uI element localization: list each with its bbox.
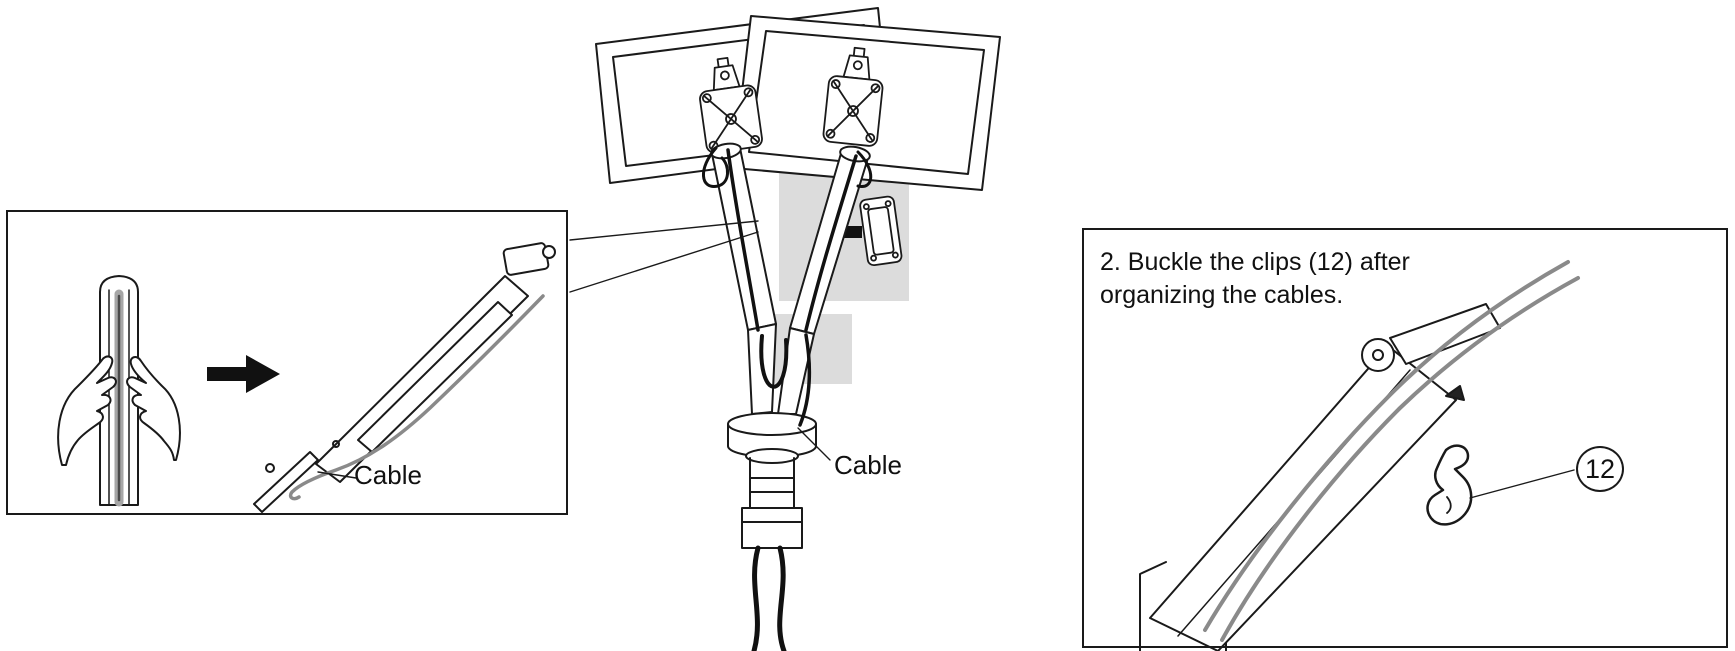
cable-label-center: Cable [834, 450, 902, 480]
center-assembly-drawing [569, 7, 1001, 651]
arrow-right-icon [207, 355, 280, 393]
clip-part-number: 12 [1576, 446, 1624, 492]
pole-and-clamp [727, 412, 817, 549]
hands [57, 355, 181, 466]
cable-label-leader-left [317, 471, 357, 479]
detail-arm [253, 242, 556, 513]
organized-cables-gray [1203, 260, 1580, 642]
callout-lines [569, 220, 759, 293]
left-panel-drawing [57, 242, 556, 513]
closeup-arm [1149, 303, 1501, 651]
right-panel-drawing [1139, 260, 1580, 651]
clip-number-leader [1469, 469, 1575, 499]
vesa-adapter-spare [859, 195, 903, 267]
cable-label-left: Cable [354, 460, 422, 490]
right-instruction-panel [1082, 228, 1728, 648]
vesa-plate-right [822, 46, 884, 147]
cable-clip [1426, 444, 1473, 526]
monitor-arm-left [710, 142, 777, 415]
routed-cable-gray [288, 294, 545, 501]
instruction-step-text: 2. Buckle the clips (12) after organizin… [1100, 248, 1410, 309]
cable-label-leader-center [797, 427, 831, 461]
left-detail-panel [6, 210, 568, 515]
vesa-plate-left [699, 56, 763, 154]
left-hand [57, 355, 117, 466]
monitor-cables [702, 146, 873, 651]
right-hand [126, 356, 181, 461]
